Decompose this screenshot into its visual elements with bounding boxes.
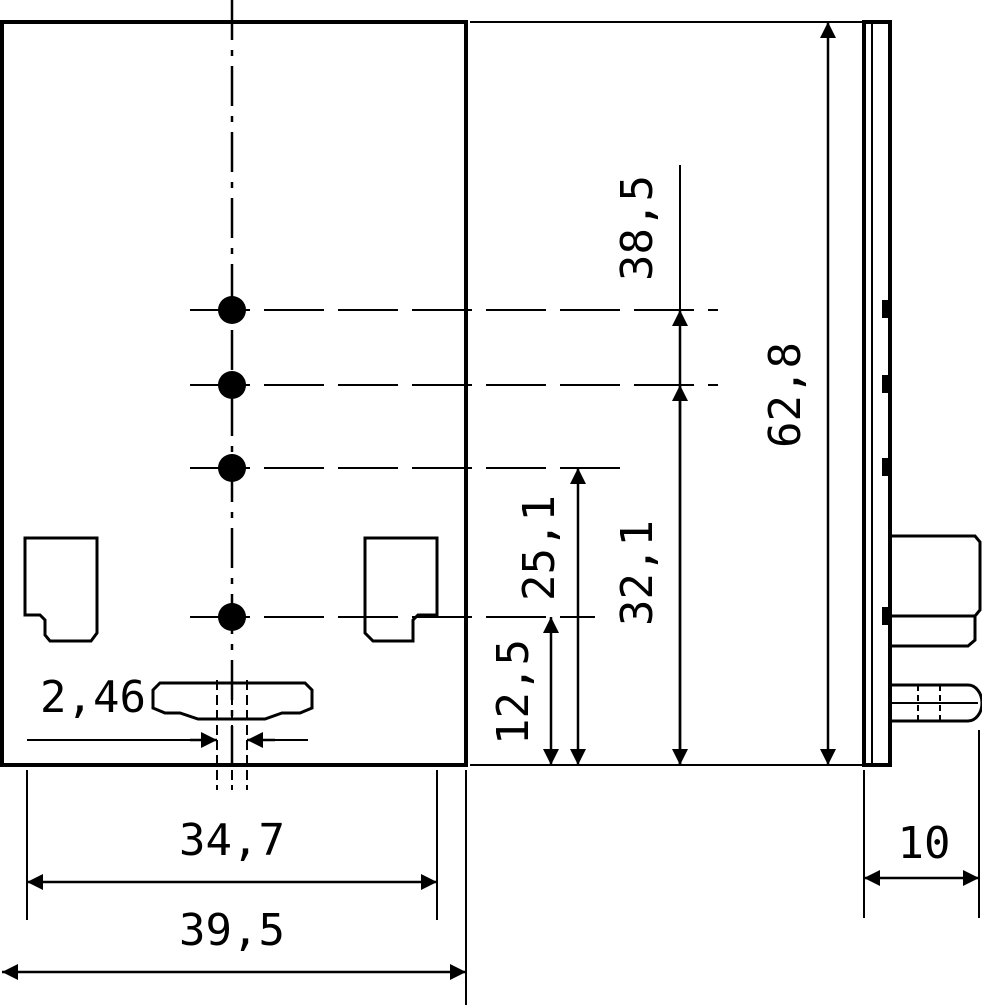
dim-label-39-5: 39,5: [179, 905, 285, 956]
dim-label-10: 10: [898, 818, 951, 869]
side-tab: [882, 375, 890, 393]
housing-outline: [0, 20, 468, 767]
connector-block: [890, 534, 982, 648]
dim-label-38-5: 38,5: [612, 175, 663, 281]
rail-clip: [151, 681, 314, 721]
dimension-labels: 2,46 34,7 39,5 10 12,5 25,1 32,1 38,5 62…: [40, 175, 950, 956]
side-panel: [862, 20, 892, 767]
dim-label-34-7: 34,7: [179, 815, 285, 866]
dimension-lines: [2, 22, 979, 980]
latch: [890, 683, 982, 723]
side-tab: [882, 300, 890, 318]
dim-label-2-46: 2,46: [40, 672, 146, 723]
rail-slot-right: [363, 536, 439, 643]
dim-label-62-8: 62,8: [760, 342, 811, 448]
extension-lines: [26, 21, 980, 1005]
side-tab: [882, 458, 890, 476]
rail-slot-left: [23, 536, 99, 643]
dim-label-12-5: 12,5: [488, 639, 539, 745]
side-view: [862, 20, 982, 767]
dim-label-25-1: 25,1: [514, 495, 565, 601]
dim-label-32-1: 32,1: [612, 520, 663, 626]
side-tab: [882, 607, 890, 625]
